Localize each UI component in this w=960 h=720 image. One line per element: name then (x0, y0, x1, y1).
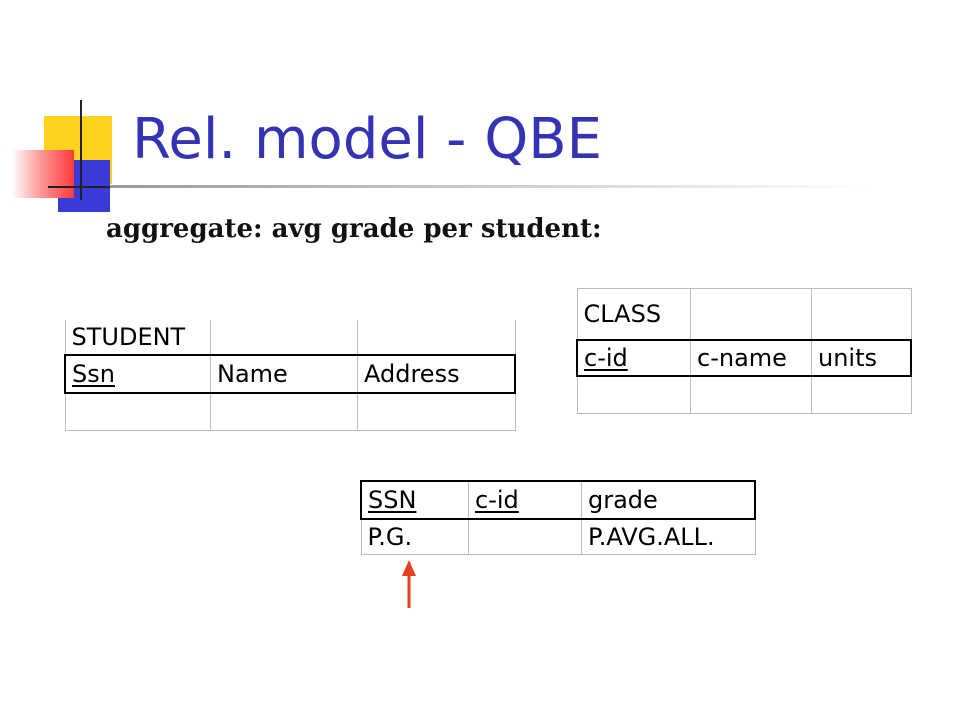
horizontal-rule (48, 186, 118, 188)
column-header-units: units (811, 339, 912, 377)
column-header-ssn: Ssn (72, 360, 115, 388)
table-cell (357, 320, 516, 355)
table-cell (210, 320, 358, 355)
query-cell-ssn[interactable]: P.G. (360, 518, 469, 555)
query-cell-c-id[interactable] (468, 518, 582, 555)
table-cell[interactable] (576, 376, 691, 414)
table-cell (811, 288, 912, 340)
table-cell[interactable] (210, 393, 358, 431)
column-header-name: Name (210, 354, 358, 394)
table-cell[interactable] (690, 376, 812, 414)
column-header-ssn: SSN (368, 486, 417, 514)
column-header-address: Address (357, 354, 516, 394)
table-name-student: STUDENT (64, 320, 211, 355)
slide-title: Rel. model - QBE (132, 107, 603, 172)
takes-table: SSN c-id grade P.G. P.AVG.ALL. (360, 480, 756, 555)
vertical-rule (80, 100, 82, 200)
table-name-class: CLASS (576, 288, 691, 340)
class-table: CLASS c-id c-name units (576, 288, 912, 414)
table-cell[interactable] (811, 376, 912, 414)
table-cell (690, 288, 812, 340)
red-gradient-square (12, 150, 74, 198)
table-cell[interactable] (64, 393, 211, 431)
query-cell-grade[interactable]: P.AVG.ALL. (581, 518, 756, 555)
title-underline (110, 185, 870, 188)
column-header-c-name: c-name (690, 339, 812, 377)
column-header-c-id: c-id (475, 486, 519, 514)
up-arrow-icon (402, 560, 416, 608)
student-table: STUDENT Ssn Name Address (64, 320, 516, 431)
column-header-c-id: c-id (584, 344, 628, 372)
table-cell[interactable] (357, 393, 516, 431)
slide-subtitle: aggregate: avg grade per student: (106, 214, 602, 244)
column-header-grade: grade (581, 480, 756, 520)
